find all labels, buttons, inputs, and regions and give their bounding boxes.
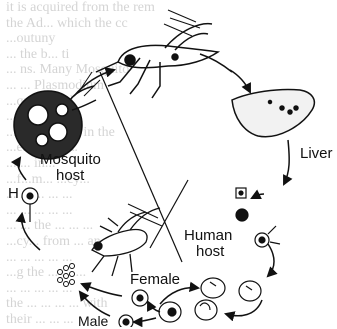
arrow-liver-to-cells (284, 140, 289, 184)
female-label: Female (130, 272, 180, 288)
mosquito-bottom-icon (92, 204, 162, 276)
arrow-blood-loop-left (160, 288, 198, 304)
mosquito-top-icon (96, 10, 232, 98)
arrow-female-to-gametes (82, 284, 122, 296)
human-label-line2: host (184, 244, 232, 260)
liver-icon (232, 89, 314, 136)
arrow-sporozoite-to-gut (18, 158, 26, 180)
mosquito-host-label: Mosquito host (40, 152, 101, 184)
liver-stage-cells-icon (236, 188, 280, 247)
mosquito-label-line2: host (40, 168, 101, 184)
arrow-blood-to-female (148, 302, 160, 312)
arrow-cells-loop (252, 194, 264, 198)
arrow-gametes-to-mosquito (22, 214, 40, 250)
human-host-label: Human host (184, 228, 232, 260)
gametes-icon (58, 264, 75, 287)
arrow-blood-loop-right (226, 300, 262, 316)
human-label-line1: Human (184, 228, 232, 244)
mosquito-label-line1: Mosquito (40, 152, 101, 168)
arrow-blood-to-male (134, 318, 156, 322)
liver-label: Liver (300, 146, 333, 162)
mosquito-gut-oocyst-icon (14, 72, 100, 159)
h-label: H (8, 186, 19, 202)
sporozoite-icon (22, 188, 38, 222)
arrow-mosquito-to-liver (230, 70, 250, 92)
arrow-liver-stage-to-blood (268, 244, 274, 276)
